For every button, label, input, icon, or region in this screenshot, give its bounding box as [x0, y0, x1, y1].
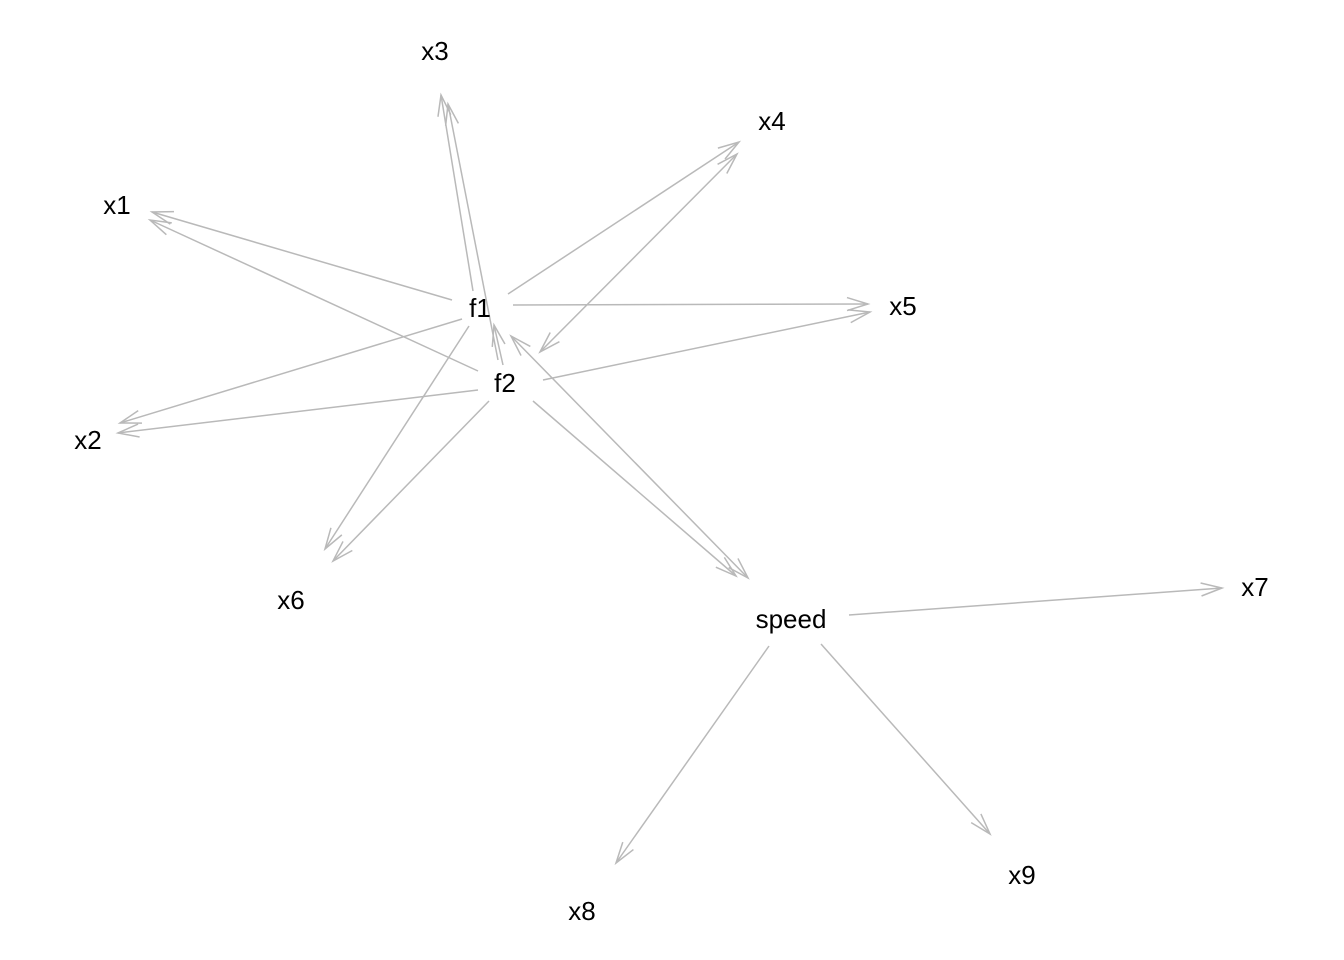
edge-f2-x6 [331, 400, 490, 563]
node-label-x6: x6 [277, 585, 304, 615]
edge-f2-f1 [491, 322, 506, 366]
edge-f1-x2 [117, 318, 463, 424]
edge-f1-x1 [149, 210, 453, 301]
edge-f2-x2 [115, 389, 479, 438]
node-label-speed: speed [756, 604, 827, 634]
edge-f2-x1 [147, 218, 479, 372]
edge-f1-x5 [512, 296, 871, 312]
node-label-x3: x3 [421, 36, 448, 66]
edge-f2-x4 [538, 152, 739, 354]
edge-speed-x8 [614, 645, 770, 866]
edge-f2-speed [532, 400, 738, 578]
edge-f2-x5 [542, 309, 873, 381]
node-label-x2: x2 [74, 425, 101, 455]
node-label-f1: f1 [469, 293, 491, 323]
node-label-x4: x4 [758, 106, 785, 136]
edge-f2-x3 [444, 101, 499, 361]
edge-f1-x4 [507, 140, 742, 295]
edge-speed-x9 [820, 643, 992, 836]
node-label-x8: x8 [568, 896, 595, 926]
node-label-x1: x1 [103, 190, 130, 220]
node-label-x9: x9 [1008, 860, 1035, 890]
edge-speed-x7 [848, 582, 1225, 616]
node-label-f2: f2 [494, 368, 516, 398]
edges-layer [115, 92, 1225, 866]
edge-f1-x6 [323, 325, 470, 552]
node-label-x5: x5 [889, 291, 916, 321]
edge-f1-x3 [437, 92, 474, 292]
nodes-layer: x1 x2 x3 x4 x5 x6 x7 x8 x9 f1 f2 speed [74, 36, 1268, 926]
node-label-x7: x7 [1241, 572, 1268, 602]
edge-f1-speed [509, 334, 750, 580]
